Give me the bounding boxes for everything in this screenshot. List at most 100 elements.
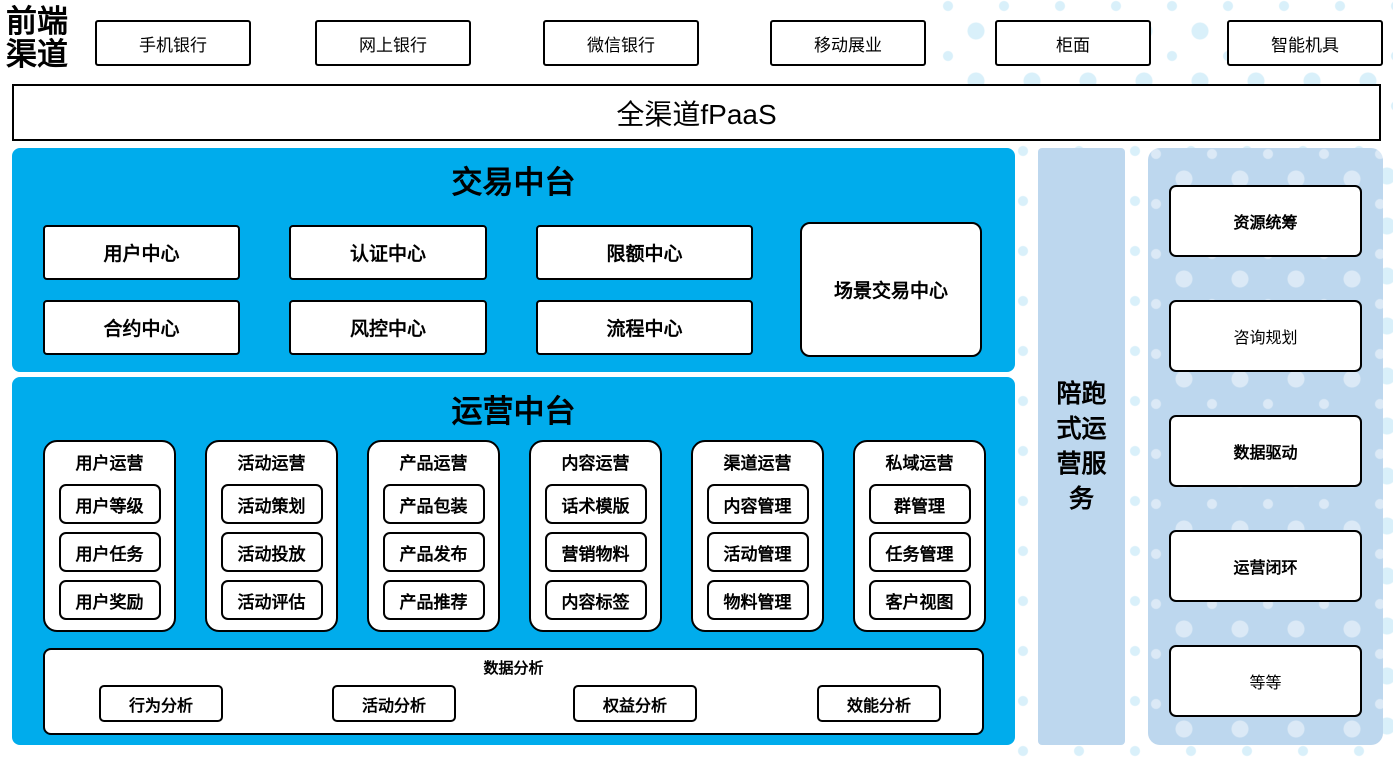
ops-group-item-label: 任务管理 — [885, 544, 954, 564]
scene-trade-center-label: 场景交易中心 — [833, 281, 948, 302]
data-analysis-item: 行为分析 — [99, 685, 223, 722]
trade-platform-title: 交易中台 — [451, 165, 576, 201]
ops-group-item: 营销物料 — [544, 532, 647, 572]
trade-center-box-label: 合约中心 — [103, 319, 180, 340]
data-analysis-item-label: 行为分析 — [128, 697, 193, 715]
ops-group-item: 活动策划 — [220, 484, 323, 524]
ops-group-item: 内容标签 — [544, 580, 647, 620]
data-analysis-box: 数据分析 行为分析活动分析权益分析效能分析 — [43, 648, 984, 735]
trade-center-box: 认证中心 — [289, 225, 487, 280]
ops-group-title: 私域运营 — [885, 454, 954, 473]
channel-box: 柜面 — [995, 20, 1151, 66]
service-box: 运营闭环 — [1169, 530, 1362, 602]
ops-group-box: 内容运营话术模版营销物料内容标签 — [529, 440, 662, 632]
fpaas-bar: 全渠道fPaaS — [12, 84, 1381, 141]
ops-group-item-label: 用户奖励 — [75, 592, 144, 612]
ops-group-item: 产品发布 — [382, 532, 485, 572]
channel-box-label: 网上银行 — [359, 35, 427, 55]
companion-services-column: 资源统筹咨询规划数据驱动运营闭环等等 — [1148, 148, 1383, 745]
scene-trade-center-box: 场景交易中心 — [800, 222, 982, 357]
ops-group-item: 用户等级 — [58, 484, 161, 524]
channel-box: 手机银行 — [95, 20, 251, 66]
data-analysis-item-label: 权益分析 — [602, 697, 667, 715]
trade-center-box-label: 认证中心 — [349, 244, 426, 265]
ops-group-item: 产品包装 — [382, 484, 485, 524]
trade-center-box: 合约中心 — [43, 300, 240, 355]
trade-center-box: 限额中心 — [536, 225, 753, 280]
ops-group-title: 内容运营 — [561, 454, 630, 473]
companion-bar-label: 陪跑式运营服务 — [1056, 379, 1107, 513]
ops-group-item: 产品推荐 — [382, 580, 485, 620]
ops-group-title: 渠道运营 — [723, 454, 792, 473]
trade-center-box-label: 用户中心 — [103, 244, 180, 265]
ops-groups-row: 用户运营用户等级用户任务用户奖励活动运营活动策划活动投放活动评估产品运营产品包装… — [43, 440, 986, 632]
ops-group-title: 活动运营 — [237, 454, 306, 473]
ops-group-item-label: 产品包装 — [399, 496, 468, 516]
channel-box: 移动展业 — [770, 20, 926, 66]
data-analysis-item-label: 效能分析 — [846, 697, 911, 715]
ops-group-item-label: 物料管理 — [723, 592, 792, 612]
ops-group-item: 活动管理 — [706, 532, 809, 572]
ops-group-title: 用户运营 — [75, 454, 144, 473]
service-box: 资源统筹 — [1169, 185, 1362, 257]
service-box: 数据驱动 — [1169, 415, 1362, 487]
service-box-label: 咨询规划 — [1233, 330, 1298, 347]
trade-center-box: 流程中心 — [536, 300, 753, 355]
ops-platform-title: 运营中台 — [451, 394, 576, 430]
channel-box: 微信银行 — [543, 20, 699, 66]
ops-group-item-label: 内容管理 — [723, 496, 792, 516]
ops-group-item: 物料管理 — [706, 580, 809, 620]
ops-group-item: 客户视图 — [868, 580, 971, 620]
service-box: 咨询规划 — [1169, 300, 1362, 372]
ops-group-item: 用户奖励 — [58, 580, 161, 620]
service-box: 等等 — [1169, 645, 1362, 717]
data-analysis-item: 效能分析 — [817, 685, 941, 722]
trade-platform-section: 交易中台 用户中心 认证中心 限额中心合约中心 风控中心 流程中心 场景交易中心 — [12, 148, 1015, 372]
ops-group-item-label: 内容标签 — [561, 592, 630, 612]
ops-group-item-label: 营销物料 — [561, 544, 630, 564]
ops-group-box: 私域运营群管理任务管理客户视图 — [853, 440, 986, 632]
ops-group-item: 任务管理 — [868, 532, 971, 572]
service-box-label: 运营闭环 — [1233, 560, 1298, 577]
trade-center-box-label: 风控中心 — [349, 319, 426, 340]
trade-centers-grid: 用户中心 认证中心 限额中心合约中心 风控中心 流程中心 — [43, 225, 753, 355]
ops-group-item: 内容管理 — [706, 484, 809, 524]
ops-group-item: 活动投放 — [220, 532, 323, 572]
service-box-label: 资源统筹 — [1233, 215, 1298, 232]
channel-box-label: 柜面 — [1056, 35, 1090, 55]
trade-center-box: 用户中心 — [43, 225, 240, 280]
ops-group-item-label: 活动策划 — [237, 496, 306, 516]
data-analysis-item: 权益分析 — [573, 685, 697, 722]
channel-box-label: 移动展业 — [814, 35, 882, 55]
ops-group-item-label: 产品推荐 — [399, 592, 468, 612]
trade-center-box-label: 流程中心 — [606, 319, 683, 340]
data-analysis-item-label: 活动分析 — [361, 697, 426, 715]
ops-group-box: 用户运营用户等级用户任务用户奖励 — [43, 440, 176, 632]
ops-platform-section: 运营中台 用户运营用户等级用户任务用户奖励活动运营活动策划活动投放活动评估产品运… — [12, 377, 1015, 745]
ops-group-item-label: 客户视图 — [885, 592, 954, 612]
companion-bar: 陪跑式运营服务 — [1038, 148, 1125, 745]
data-analysis-item: 活动分析 — [332, 685, 456, 722]
channel-box-label: 微信银行 — [587, 35, 655, 55]
ops-group-item-label: 活动管理 — [723, 544, 792, 564]
ops-group-box: 活动运营活动策划活动投放活动评估 — [205, 440, 338, 632]
ops-group-item-label: 用户等级 — [75, 496, 144, 516]
service-box-label: 数据驱动 — [1233, 445, 1298, 462]
service-box-label: 等等 — [1249, 675, 1282, 692]
channel-box-label: 手机银行 — [139, 35, 207, 55]
ops-group-item: 群管理 — [868, 484, 971, 524]
trade-center-box: 风控中心 — [289, 300, 487, 355]
ops-group-item: 用户任务 — [58, 532, 161, 572]
fpaas-label: 全渠道fPaaS — [616, 98, 777, 130]
ops-group-box: 产品运营产品包装产品发布产品推荐 — [367, 440, 500, 632]
trade-center-box-label: 限额中心 — [606, 244, 683, 265]
front-channels-label: 前端渠道 — [6, 4, 68, 74]
ops-group-item-label: 话术模版 — [561, 496, 630, 516]
ops-group-item: 活动评估 — [220, 580, 323, 620]
ops-group-item-label: 活动投放 — [237, 544, 306, 564]
ops-group-item-label: 用户任务 — [75, 544, 144, 564]
ops-group-item-label: 产品发布 — [399, 544, 468, 564]
ops-group-title: 产品运营 — [399, 454, 468, 473]
